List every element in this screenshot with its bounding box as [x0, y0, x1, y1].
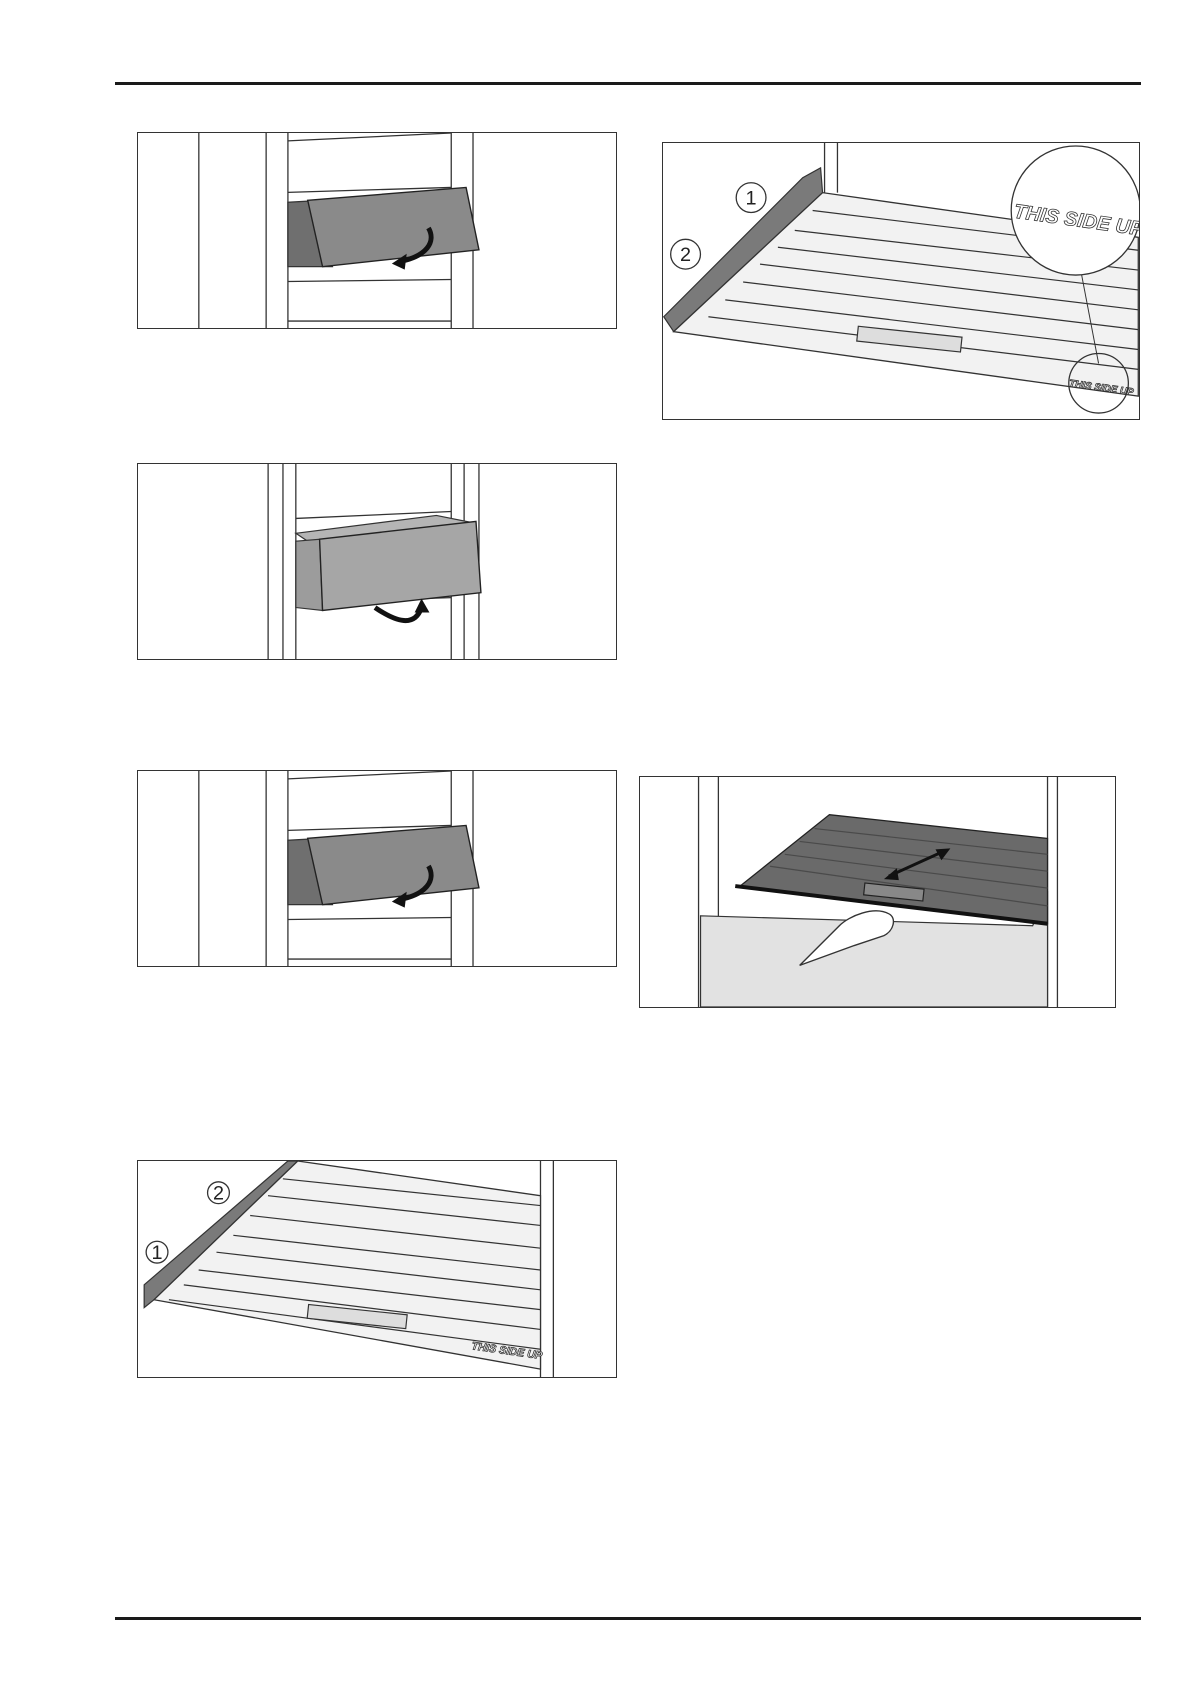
curved-arrow-up-icon	[415, 599, 430, 613]
shelf-orientation-illustration: THIS SIDE UP THIS SIDE UP 1 2	[663, 143, 1139, 419]
callout-2: 2	[208, 1182, 230, 1205]
shelf-insert-illustration: 1 2 THIS SIDE UP	[138, 1161, 616, 1377]
figure-shelf-insert: 1 2 THIS SIDE UP	[137, 1160, 617, 1378]
magnifier-circle-icon: THIS SIDE UP	[1011, 146, 1139, 275]
drawer-remove-illustration-2	[138, 771, 616, 966]
svg-text:1: 1	[152, 1242, 163, 1264]
svg-text:2: 2	[213, 1183, 224, 1205]
figure-drawer-remove-2	[137, 770, 617, 967]
figure-shelf-adjust	[639, 776, 1116, 1008]
callout-2: 2	[671, 239, 701, 269]
svg-text:2: 2	[680, 244, 691, 266]
callout-1: 1	[736, 183, 766, 213]
shelf-adjust-illustration	[640, 777, 1115, 1007]
drawer-remove-illustration-1	[138, 133, 616, 328]
figure-drawer-remove-1	[137, 132, 617, 329]
svg-text:1: 1	[746, 188, 757, 210]
figure-drawer-lift	[137, 463, 617, 660]
drawer-lift-illustration	[138, 464, 616, 659]
callout-1: 1	[146, 1241, 168, 1264]
figure-shelf-orientation: THIS SIDE UP THIS SIDE UP 1 2	[662, 142, 1140, 420]
header-rule	[115, 82, 1141, 85]
footer-rule	[115, 1617, 1141, 1620]
